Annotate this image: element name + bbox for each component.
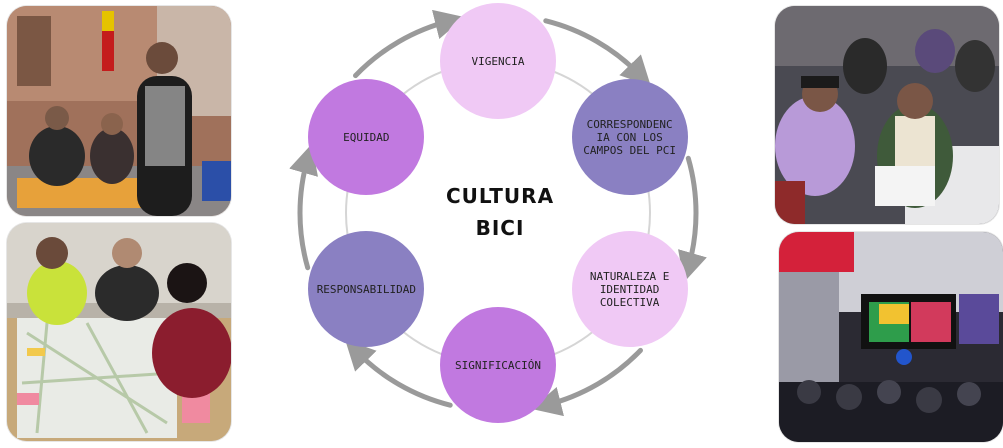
cycle-arrow bbox=[353, 9, 465, 79]
node-equidad: EQUIDAD bbox=[308, 79, 425, 195]
center-title-line-1: CULTURA bbox=[445, 184, 555, 208]
group-discussion-photo bbox=[775, 6, 999, 224]
center-title-line-2: BICI bbox=[475, 216, 525, 240]
workshop-presenter-photo bbox=[7, 6, 231, 216]
event-screen-audience-photo bbox=[779, 232, 1003, 442]
cycle-arrow bbox=[289, 143, 318, 271]
map-activity-photo bbox=[7, 223, 231, 441]
cycle-arrow bbox=[678, 155, 707, 283]
center-title: CULTURA BICI bbox=[425, 180, 575, 244]
node-correspondencia: CORRESPONDENC IA CON LOS CAMPOS DEL PCI bbox=[571, 79, 688, 195]
cycle-arrow bbox=[531, 347, 643, 417]
node-responsabilidad: RESPONSABILIDAD bbox=[308, 231, 425, 347]
cultura-bici-cycle-diagram: CULTURA BICI VIGENCIA CORRESPONDENC IA C… bbox=[270, 3, 720, 438]
node-naturaleza-identidad: NATURALEZA E IDENTIDAD COLECTIVA bbox=[571, 231, 688, 347]
node-significacion: SIGNIFICACIÓN bbox=[440, 307, 556, 423]
cycle-arrow bbox=[543, 18, 651, 87]
cycle-arrow bbox=[345, 339, 453, 408]
node-vigencia: VIGENCIA bbox=[440, 3, 556, 119]
